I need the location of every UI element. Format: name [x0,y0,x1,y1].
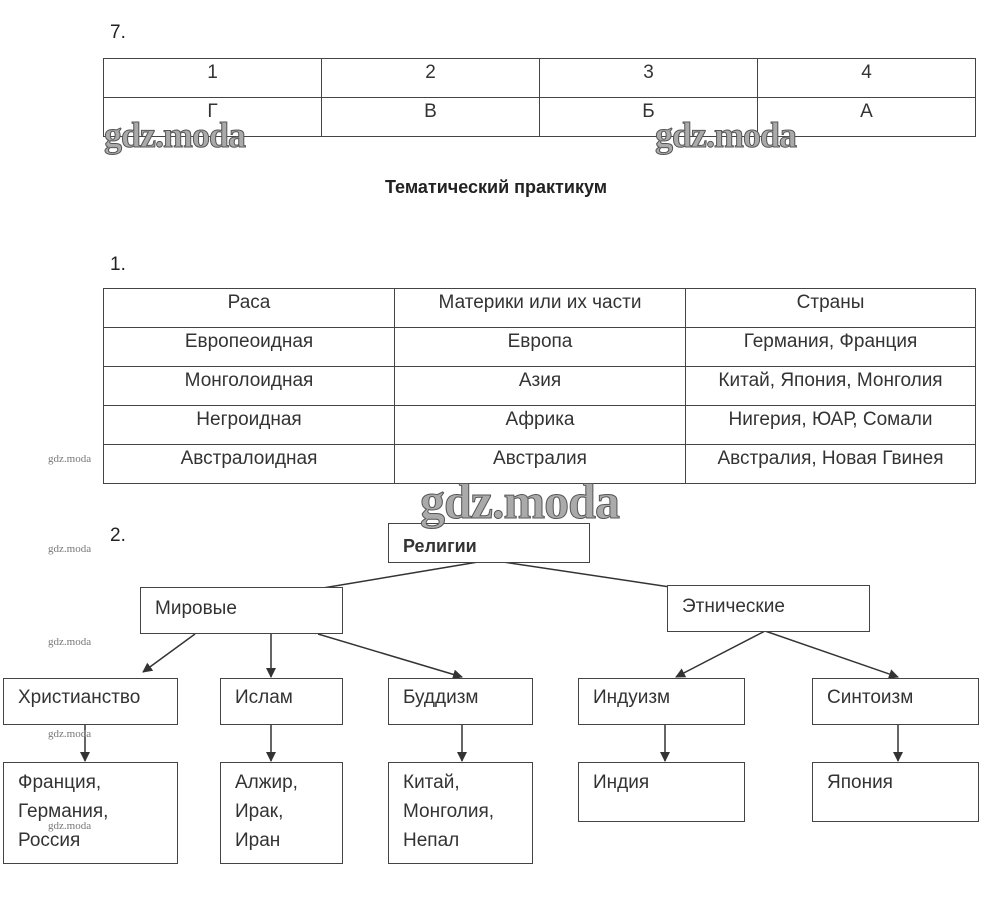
country-label: Индия [593,772,650,793]
node-label: Христианство [18,687,141,708]
country-label: Россия [18,830,81,851]
country-label: Иран [235,830,281,851]
arrow-ethnic-to-hinduism [675,630,766,678]
node-islam: Ислам [220,678,343,725]
node-christianity-countries: Франция, Германия, Россия [3,762,178,864]
node-label: Мировые [155,598,237,619]
table-cell: Австралоидная [103,444,395,484]
country-label: Франция, [18,772,102,793]
node-label: Религии [403,536,477,556]
table-cell: 1 [103,58,322,98]
arrow-world-to-buddhism [317,633,463,680]
node-hinduism: Индуизм [578,678,745,725]
node-label: Буддизм [403,687,479,708]
country-label: Алжир, [235,772,298,793]
table-row: Европеоидная Европа Германия, Франция [103,327,976,367]
node-label: Этнические [682,596,785,617]
watermark: gdz.moda [48,820,92,832]
task7-number: 7. [110,22,126,43]
race-table: Раса Материки или их части Страны Европе… [103,288,976,484]
table-row: Негроидная Африка Нигерия, ЮАР, Сомали [103,405,976,445]
table-header-row: Раса Материки или их части Страны [103,288,976,328]
node-hinduism-countries: Индия [578,762,745,822]
country-label: Монголия, [403,801,495,822]
watermark: gdz.moda [48,728,92,740]
table-cell: Европеоидная [103,327,395,367]
table-cell: 2 [321,58,540,98]
node-label: Индуизм [593,687,671,708]
table-cell: 3 [539,58,758,98]
watermark: gdz.moda [103,115,246,156]
node-shinto: Синтоизм [812,678,979,725]
table-row: Монголоидная Азия Китай, Япония, Монголи… [103,366,976,406]
node-ethnic-religions: Этнические [667,585,870,632]
task2-number: 2. [110,525,126,546]
table-cell: В [321,97,540,137]
node-religions: Религии [388,523,590,563]
node-buddhism: Буддизм [388,678,533,725]
table-cell: Германия, Франция [685,327,976,367]
column-header: Страны [685,288,976,328]
table-cell: Негроидная [103,405,395,445]
table-cell: Австралия [394,444,686,484]
node-shinto-countries: Япония [812,762,979,822]
table-cell: Азия [394,366,686,406]
table-cell: Китай, Япония, Монголия [685,366,976,406]
watermark: gdz.moda [48,543,92,555]
country-label: Китай, [403,772,460,793]
table-row: Австралоидная Австралия Австралия, Новая… [103,444,976,484]
table-row: Г В Б А [103,97,976,137]
node-label: Синтоизм [827,687,914,708]
task7-answer-table: 1 2 3 4 Г В Б А [103,58,976,137]
country-label: Ирак, [235,801,284,822]
watermark: gdz.moda [420,473,621,530]
table-header-row: 1 2 3 4 [103,58,976,98]
table-cell: Африка [394,405,686,445]
column-header: Материки или их части [394,288,686,328]
table-cell: А [757,97,976,137]
arrow-world-to-christianity [142,633,196,673]
table-cell: Австралия, Новая Гвинея [685,444,976,484]
country-label: Германия, [18,801,109,822]
arrow-ethnic-to-shinto [764,630,899,679]
node-buddhism-countries: Китай, Монголия, Непал [388,762,533,864]
country-label: Япония [827,772,893,793]
watermark: gdz.moda [654,115,797,156]
table-cell: Нигерия, ЮАР, Сомали [685,405,976,445]
table-cell: Г [103,97,322,137]
watermark: gdz.moda [48,636,92,648]
node-label: Ислам [235,687,293,708]
watermark: gdz.moda [48,453,92,465]
table-cell: Б [539,97,758,137]
task1-number: 1. [110,254,126,275]
node-world-religions: Мировые [140,587,343,634]
node-islam-countries: Алжир, Ирак, Иран [220,762,343,864]
table-cell: Монголоидная [103,366,395,406]
node-christianity: Христианство [3,678,178,725]
section-title: Тематический практикум [384,177,608,197]
country-label: Непал [403,830,460,851]
